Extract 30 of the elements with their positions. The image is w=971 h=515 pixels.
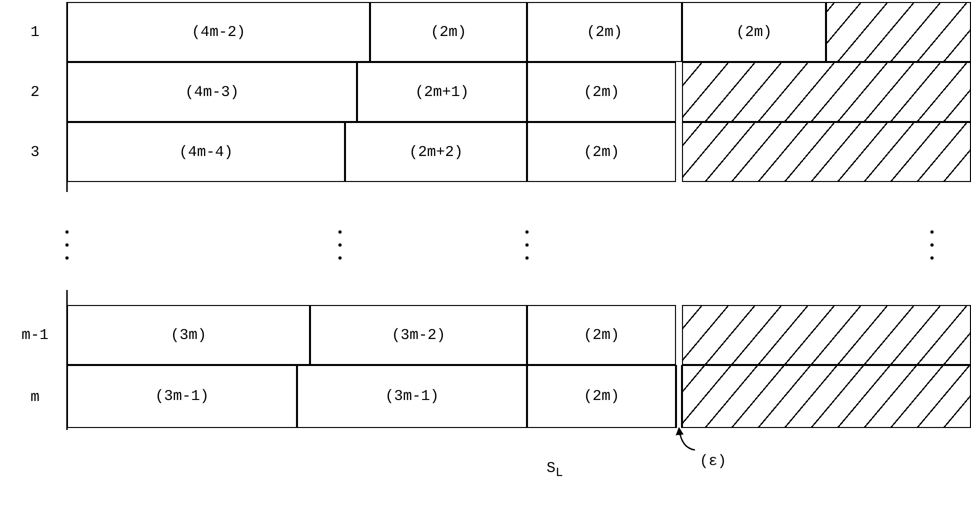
row-number: 1	[30, 24, 40, 40]
task-bar: (3m)	[67, 305, 310, 365]
task-bar: (2m+1)	[357, 62, 527, 122]
task-bar: (3m-1)	[297, 365, 527, 428]
hatched-block	[826, 2, 971, 62]
task-bar: (2m)	[527, 2, 682, 62]
hatched-block	[682, 122, 971, 182]
task-bar: (3m-1)	[67, 365, 297, 428]
task-bar: (2m)	[370, 2, 527, 62]
gap-slot	[676, 365, 682, 428]
task-bar: (3m-2)	[310, 305, 527, 365]
hatched-block	[682, 305, 971, 365]
row-number: 2	[30, 84, 40, 100]
task-bar: (4m-3)	[67, 62, 357, 122]
hatched-block	[682, 62, 971, 122]
task-bar: (2m)	[527, 122, 676, 182]
row-number: m	[30, 388, 40, 406]
gap-label: (ε)	[691, 450, 735, 474]
task-bar: (2m+2)	[345, 122, 527, 182]
axis-label: S$_{L}$	[546, 460, 564, 480]
task-bar: (2m)	[682, 2, 826, 62]
task-bar: (2m)	[527, 62, 676, 122]
row-number: m-1	[22, 326, 49, 344]
row-number: 3	[30, 144, 40, 160]
task-bar: (4m-4)	[67, 122, 345, 182]
leader-line	[676, 427, 696, 451]
task-bar: (4m-2)	[67, 2, 370, 62]
task-bar: (2m)	[527, 365, 676, 428]
hatched-block	[682, 365, 971, 428]
task-bar: (2m)	[527, 305, 676, 365]
